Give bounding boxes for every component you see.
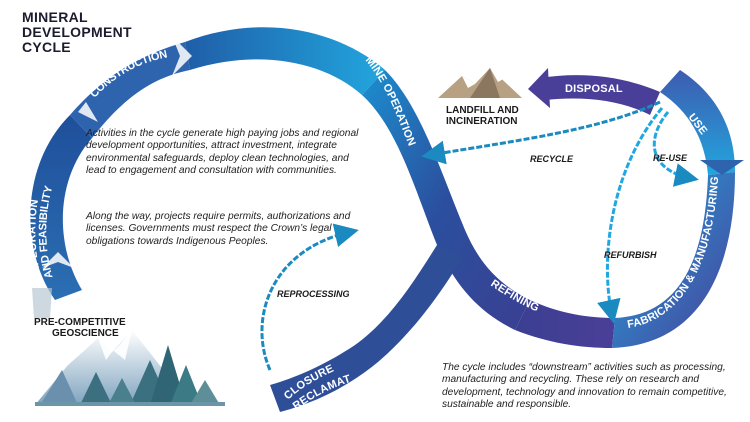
geoscience-label-1: PRE-COMPETITIVE — [34, 317, 126, 328]
chevron-icon — [78, 102, 98, 122]
disposal-band — [540, 75, 660, 115]
disposal-arrowhead — [528, 68, 550, 108]
refining-band — [515, 300, 615, 348]
reprocessing-label: REPROCESSING — [277, 289, 350, 299]
reuse-arrow — [652, 111, 699, 187]
geoscience-label-2: GEOSCIENCE — [52, 328, 119, 339]
description-paragraph-1: Activities in the cycle generate high pa… — [86, 128, 359, 177]
fabrication-band — [612, 172, 735, 348]
description-paragraph-3: The cycle includes “downstream” activiti… — [442, 362, 727, 411]
use-band — [660, 70, 735, 175]
refurbish-arrow — [597, 107, 664, 324]
geoscience-tower-shape — [32, 288, 52, 318]
mine-operation-band — [362, 70, 530, 330]
closure-band — [270, 245, 462, 412]
refurbish-label: REFURBISH — [604, 250, 657, 260]
top-band — [185, 27, 385, 95]
reprocessing-arrow — [260, 223, 359, 371]
recycle-label: RECYCLE — [530, 154, 574, 164]
chevron-icon — [172, 36, 192, 76]
geoscience-landscape-icon — [35, 330, 225, 406]
disposal-label: DISPOSAL — [565, 83, 623, 95]
landfill-mountain-icon — [438, 68, 522, 98]
landfill-label-1: LANDFILL AND — [446, 105, 519, 116]
landfill-label-2: INCINERATION — [446, 116, 517, 127]
description-paragraph-2: Along the way, projects require permits,… — [86, 211, 351, 247]
use-arrowhead — [700, 160, 744, 175]
recycle-arrow — [421, 100, 661, 165]
chevron-icon — [42, 252, 74, 268]
reuse-label: RE-USE — [653, 153, 688, 163]
exploration-band — [30, 115, 92, 300]
exploration-label-2: AND FEASIBILITY — [37, 184, 55, 280]
planning-band — [70, 42, 190, 138]
page-title: MINERAL DEVELOPMENT CYCLE — [22, 9, 132, 55]
